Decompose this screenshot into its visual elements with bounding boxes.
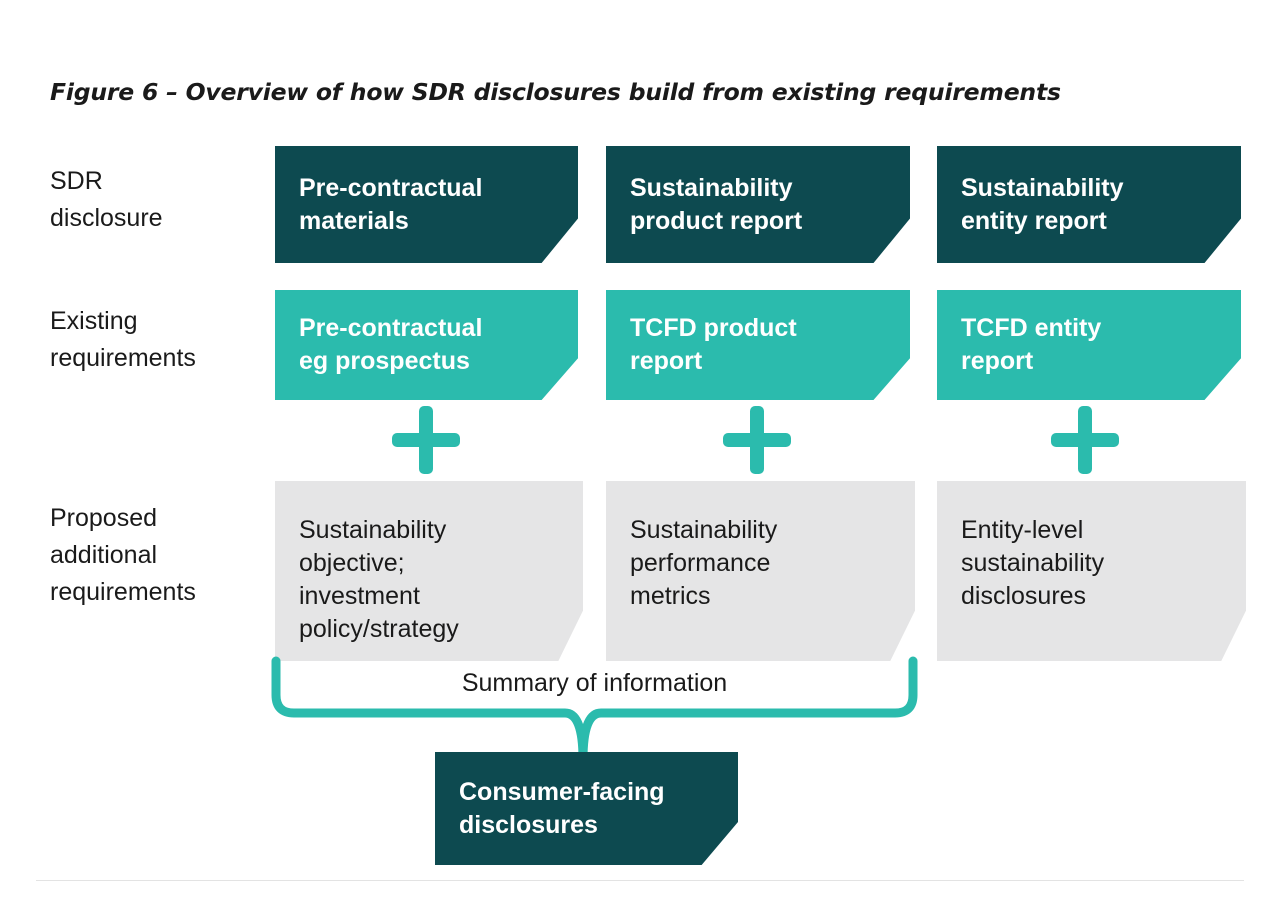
proposed-additional-box-2-label: Sustainability performance metrics [630,516,778,610]
plus-icon-column-3 [1051,406,1119,474]
sdr-disclosure-box-2[interactable]: Sustainability product report [606,146,910,263]
sdr-disclosure-box-3-label: Sustainability entity report [961,173,1124,235]
sdr-disclosure-box-2-label: Sustainability product report [630,173,803,235]
proposed-additional-box-3[interactable]: Entity-level sustainability disclosures [937,481,1246,661]
proposed-additional-box-3-label: Entity-level sustainability disclosures [961,516,1105,610]
consumer-facing-disclosures-label: Consumer-facing disclosures [459,777,665,839]
plus-icon-bar-vertical [419,406,433,474]
plus-icon-column-2 [723,406,791,474]
proposed-additional-box-1[interactable]: Sustainability objective; investment pol… [275,481,583,661]
existing-requirement-box-3-label: TCFD entity report [961,314,1102,375]
sdr-disclosure-box-1[interactable]: Pre-contractual materials [275,146,578,263]
proposed-additional-box-1-label: Sustainability objective; investment pol… [299,516,459,643]
summary-of-information-label: Summary of information [461,669,728,697]
existing-requirement-box-2-label: TCFD product report [630,314,797,375]
existing-requirement-box-3[interactable]: TCFD entity report [937,290,1241,400]
sdr-disclosure-box-3[interactable]: Sustainability entity report [937,146,1241,263]
existing-requirement-box-2[interactable]: TCFD product report [606,290,910,400]
plus-icon-bar-vertical [1078,406,1092,474]
proposed-additional-box-2[interactable]: Sustainability performance metrics [606,481,915,661]
bottom-divider [36,880,1244,881]
consumer-facing-disclosures-box[interactable]: Consumer-facing disclosures [435,752,738,865]
plus-icon-column-1 [392,406,460,474]
figure-title: Figure 6 – Overview of how SDR disclosur… [50,78,1061,106]
existing-requirement-box-1-label: Pre-contractual eg prospectus [299,314,483,375]
existing-requirement-box-1[interactable]: Pre-contractual eg prospectus [275,290,578,400]
plus-icon-bar-vertical [750,406,764,474]
row-label-sdr-disclosure: SDR disclosure [50,167,163,232]
row-label-proposed-additional-requirements: Proposed additional requirements [50,504,196,606]
row-label-existing-requirements: Existing requirements [50,307,196,372]
sdr-disclosure-box-1-label: Pre-contractual materials [299,173,483,235]
